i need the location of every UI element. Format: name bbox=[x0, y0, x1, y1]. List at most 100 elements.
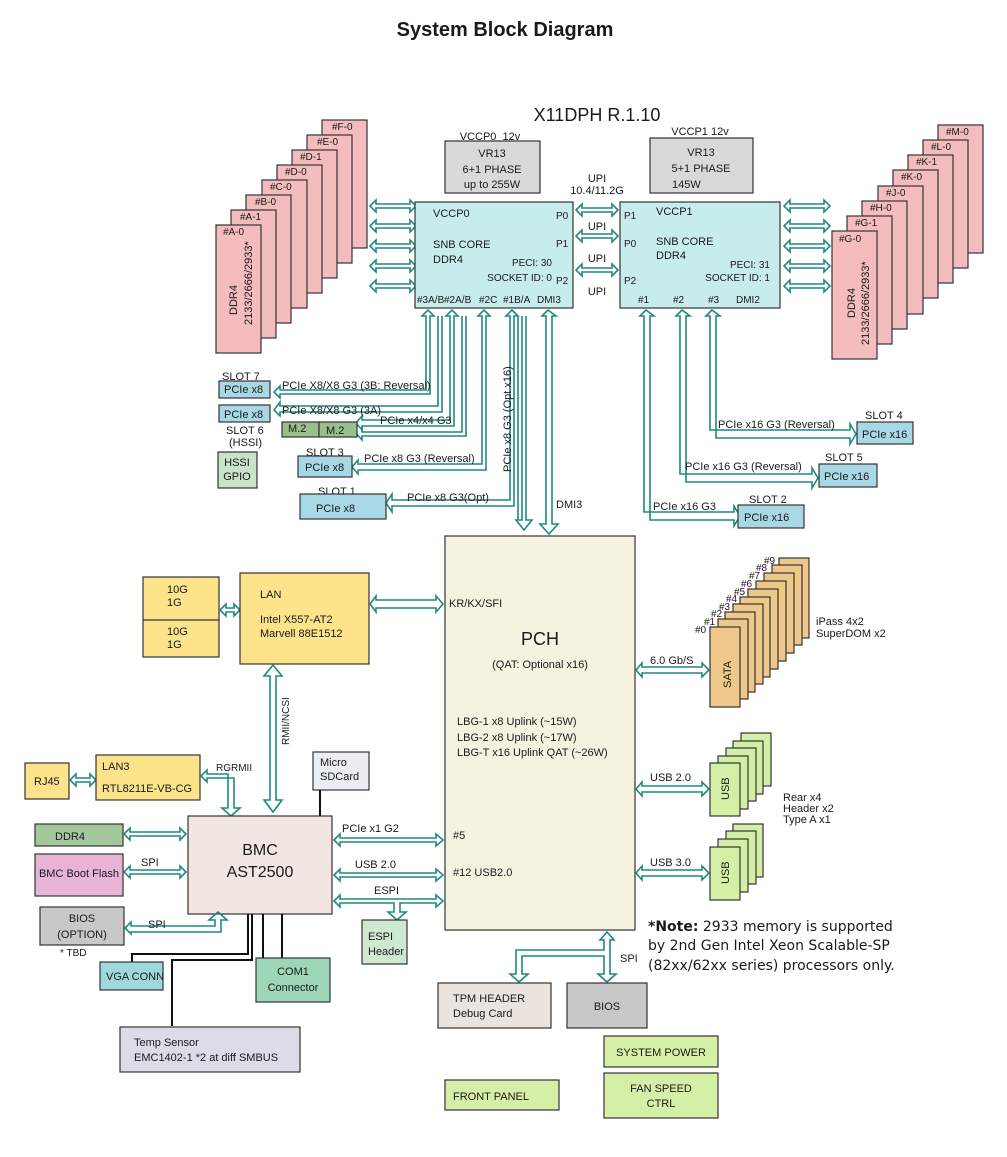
lan-port-speed: 1G bbox=[167, 639, 182, 651]
bmc-flash-text: BMC Boot Flash bbox=[39, 868, 119, 880]
usb2-bus bbox=[634, 779, 711, 799]
cpu0-vr-box bbox=[444, 140, 541, 194]
slot7-text: PCIe x8 bbox=[224, 384, 263, 396]
slot2-text: PCIe x16 bbox=[744, 512, 789, 524]
sata-index: #9 bbox=[764, 556, 776, 567]
com1-text: COM1 bbox=[277, 966, 309, 978]
usb-label: USB bbox=[720, 861, 732, 884]
usb2-bus-label: USB 2.0 bbox=[650, 772, 691, 784]
sata-index: #0 bbox=[695, 625, 707, 636]
sata-index: #8 bbox=[756, 563, 768, 574]
slot6-text: PCIe x8 bbox=[224, 409, 263, 421]
lan-port-speed: 10G bbox=[167, 626, 188, 638]
dimm-stack-right: #M-0 #L-0 #K-1 #K-0 #J-0 #H-0 #G-1 #G-0 … bbox=[831, 124, 984, 360]
slot1[interactable] bbox=[299, 493, 387, 520]
slot3[interactable] bbox=[297, 455, 353, 478]
m2-slot-b[interactable] bbox=[318, 421, 358, 438]
dimm-type: DDR4 bbox=[846, 288, 858, 318]
slot7[interactable] bbox=[218, 380, 271, 399]
dimm-label: #L-0 bbox=[931, 142, 951, 153]
cpu0-port: P1 bbox=[556, 239, 569, 250]
bios-text: BIOS bbox=[594, 1001, 620, 1013]
cpu0-peci: PECI: 30 bbox=[512, 258, 552, 269]
slot4-bus-label: PCIe x16 G3 (Reversal) bbox=[718, 419, 835, 431]
cpu1-block bbox=[619, 201, 781, 309]
bmc-bios-text: (OPTION) bbox=[57, 929, 107, 941]
upi-link: UPI bbox=[588, 286, 606, 298]
usb-port bbox=[709, 762, 741, 817]
rgrmii-label: RGRMII bbox=[216, 763, 252, 774]
front-panel bbox=[444, 1079, 560, 1111]
spi-bus bbox=[507, 930, 619, 984]
cpu0-mem: DDR4 bbox=[433, 254, 463, 266]
usb-port bbox=[709, 846, 741, 901]
board-name: X11DPH R.1.10 bbox=[534, 105, 661, 125]
usb3-bus bbox=[634, 863, 711, 883]
rmii-label: RMII/NCSI bbox=[281, 697, 292, 745]
cpu1-lane: #3 bbox=[708, 295, 720, 306]
hssi-gpio bbox=[217, 451, 258, 489]
bmc-usb-bus-label: USB 2.0 bbox=[355, 859, 396, 871]
lan3-chip bbox=[95, 754, 201, 801]
lan-port-speed: 1G bbox=[167, 597, 182, 609]
bmc-wires bbox=[131, 914, 283, 1026]
sata-stack: #0 #1 #2 #3 #4 #5 #6 #7 #8 #9 SATA bbox=[695, 556, 810, 708]
cpu0-lane: #1B/A bbox=[503, 295, 531, 306]
cpu0-vr-line: VR13 bbox=[478, 148, 506, 160]
usb-desc: Rear x4 bbox=[783, 792, 822, 804]
slot5-bus-label: PCIe x16 G3 (Reversal) bbox=[685, 461, 802, 473]
upi-speed: 10.4/11.2G bbox=[570, 185, 624, 197]
cpu0-block bbox=[414, 201, 574, 309]
pch-block bbox=[444, 535, 636, 931]
upi-header: UPI bbox=[588, 173, 606, 185]
pch-name: PCH bbox=[521, 629, 559, 649]
bmc-pcie-bus-label: PCIe x1 G2 bbox=[342, 823, 399, 835]
slot7-bus-label: PCIe X8/X8 G3 (3B: Reversal) bbox=[282, 380, 431, 392]
sata-index: #2 bbox=[711, 609, 723, 620]
cpu1-port: P2 bbox=[624, 276, 637, 287]
sata-index: #7 bbox=[749, 571, 761, 582]
dimm-label: #H-0 bbox=[870, 203, 892, 214]
temp-text: EMC1402-1 *2 at diff SMBUS bbox=[134, 1052, 278, 1064]
com1-text: Connector bbox=[268, 982, 319, 994]
cpu1-core: SNB CORE bbox=[656, 236, 713, 248]
cpu1-pcie-buses bbox=[638, 308, 857, 529]
sata-index: #5 bbox=[734, 587, 746, 598]
cpu1-vr-line: 5+1 PHASE bbox=[671, 163, 730, 175]
slot5[interactable] bbox=[818, 463, 878, 488]
lan-title: LAN bbox=[260, 589, 281, 601]
sata-index: #4 bbox=[726, 594, 738, 605]
sdcard-text: SDCard bbox=[320, 771, 359, 783]
sata-bus bbox=[634, 660, 711, 680]
tpm-header bbox=[437, 982, 552, 1029]
dimm-label: #G-1 bbox=[855, 218, 878, 229]
slot6-bus-label: PCIe X8/X8 G3 (3A) bbox=[282, 405, 381, 417]
pch-kr-port: KR/KX/SFI bbox=[449, 598, 502, 610]
slot3-text: PCIe x8 bbox=[305, 462, 344, 474]
slot4-label: SLOT 4 bbox=[865, 410, 903, 422]
sdcard-text: Micro bbox=[320, 757, 347, 769]
cpu1-vr-line: 145W bbox=[672, 179, 701, 191]
bmc-block bbox=[187, 815, 333, 915]
lan3-title: LAN3 bbox=[102, 761, 130, 773]
pch-port-5: #5 bbox=[453, 830, 465, 842]
usb-desc: Header x2 bbox=[783, 803, 834, 815]
temp-sensor bbox=[119, 1026, 301, 1073]
note-bold: *Note: bbox=[648, 919, 698, 935]
usb3-bus-label: USB 3.0 bbox=[650, 857, 691, 869]
sata-index: #3 bbox=[719, 602, 731, 613]
slot1-text: PCIe x8 bbox=[316, 503, 355, 515]
slot2[interactable] bbox=[737, 504, 805, 529]
dimm-label: #G-0 bbox=[839, 234, 862, 245]
sata-label: SATA bbox=[722, 660, 734, 688]
slot2-label: SLOT 2 bbox=[749, 494, 787, 506]
slot6[interactable] bbox=[218, 404, 271, 423]
system-power bbox=[603, 1035, 719, 1068]
slot4-text: PCIe x16 bbox=[862, 429, 907, 441]
bmc-bios-option bbox=[39, 906, 125, 946]
slot4[interactable] bbox=[856, 421, 914, 445]
cpu0-name: VCCP0 bbox=[433, 208, 470, 220]
bmc-ddr4-text: DDR4 bbox=[55, 831, 85, 843]
cpu0-lane: DMI3 bbox=[537, 295, 561, 306]
